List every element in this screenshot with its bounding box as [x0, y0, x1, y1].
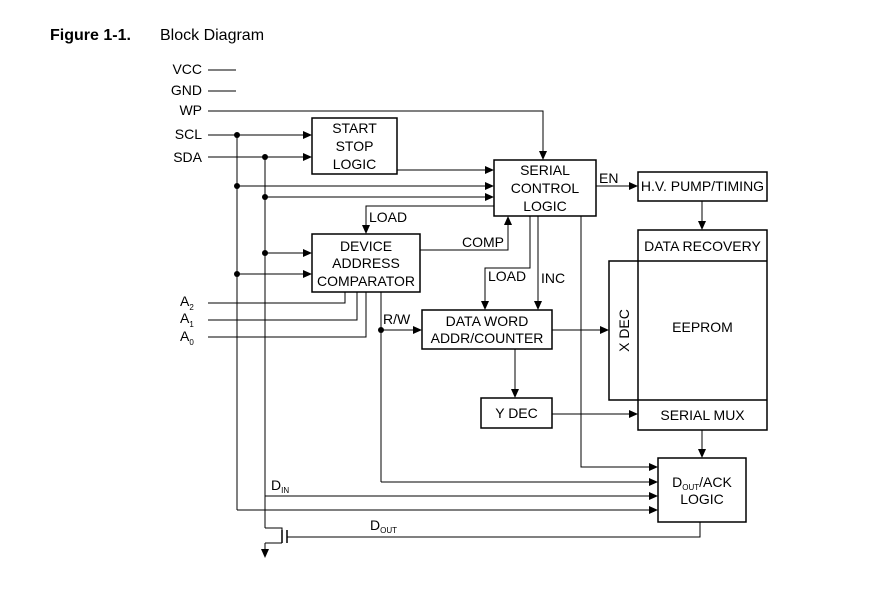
din-signal-label: DIN	[271, 477, 289, 495]
load-signal-label-2: LOAD	[488, 268, 526, 284]
svg-text:CONTROL: CONTROL	[511, 180, 580, 196]
device-address-comparator-block: DEVICE ADDRESS COMPARATOR	[311, 233, 421, 293]
eeprom-label: EEPROM	[672, 319, 733, 335]
x-dec-label: X DEC	[616, 309, 632, 352]
pin-a2-label: A2	[180, 293, 194, 312]
pin-wp-label: WP	[179, 102, 202, 118]
svg-text:LOGIC: LOGIC	[333, 156, 377, 172]
figure-title: Block Diagram	[160, 27, 264, 44]
svg-text:LOGIC: LOGIC	[523, 198, 567, 214]
en-signal-label: EN	[599, 170, 618, 186]
dout-signal-label: DOUT	[370, 517, 397, 535]
svg-text:Y DEC: Y DEC	[495, 405, 538, 421]
start-stop-logic-block: START STOP LOGIC	[311, 117, 398, 175]
svg-text:DEVICE: DEVICE	[340, 238, 392, 254]
svg-text:DOUT/ACK: DOUT/ACK	[672, 474, 732, 492]
inc-signal-label: INC	[541, 270, 565, 286]
pin-a1-label: A1	[180, 310, 194, 329]
comp-signal-label: COMP	[462, 234, 504, 250]
svg-text:ADDRESS: ADDRESS	[332, 255, 400, 271]
svg-text:START: START	[332, 120, 377, 136]
wires	[208, 69, 703, 550]
eeprom-array-block: X DEC DATA RECOVERY EEPROM SERIAL MUX	[608, 229, 768, 431]
data-word-addr-counter-block: DATA WORD ADDR/COUNTER	[421, 309, 553, 350]
hv-pump-timing-block: H.V. PUMP/TIMING	[637, 171, 768, 202]
figure-number: Figure 1-1.	[50, 27, 131, 44]
serial-mux-label: SERIAL MUX	[660, 407, 745, 423]
pin-a0-label: A0	[180, 328, 194, 347]
junction-dots	[234, 132, 384, 333]
load-signal-label: LOAD	[369, 209, 407, 225]
svg-text:LOGIC: LOGIC	[680, 491, 724, 507]
dout-ack-logic-block: DOUT/ACK LOGIC	[657, 457, 747, 523]
data-recovery-label: DATA RECOVERY	[644, 238, 761, 254]
serial-control-logic-block: SERIAL CONTROL LOGIC	[493, 159, 597, 217]
y-dec-block: Y DEC	[480, 397, 553, 429]
svg-text:STOP: STOP	[336, 138, 374, 154]
svg-text:H.V. PUMP/TIMING: H.V. PUMP/TIMING	[641, 178, 764, 194]
svg-text:ADDR/COUNTER: ADDR/COUNTER	[431, 330, 544, 346]
rw-signal-label: R/W	[383, 311, 411, 327]
pin-sda-label: SDA	[173, 149, 202, 165]
arrowheads	[261, 131, 706, 558]
pin-scl-label: SCL	[175, 126, 202, 142]
pin-gnd-label: GND	[171, 82, 202, 98]
svg-text:COMPARATOR: COMPARATOR	[317, 273, 415, 289]
pin-vcc-label: VCC	[172, 61, 202, 77]
svg-text:SERIAL: SERIAL	[520, 162, 570, 178]
svg-text:DATA WORD: DATA WORD	[446, 313, 529, 329]
